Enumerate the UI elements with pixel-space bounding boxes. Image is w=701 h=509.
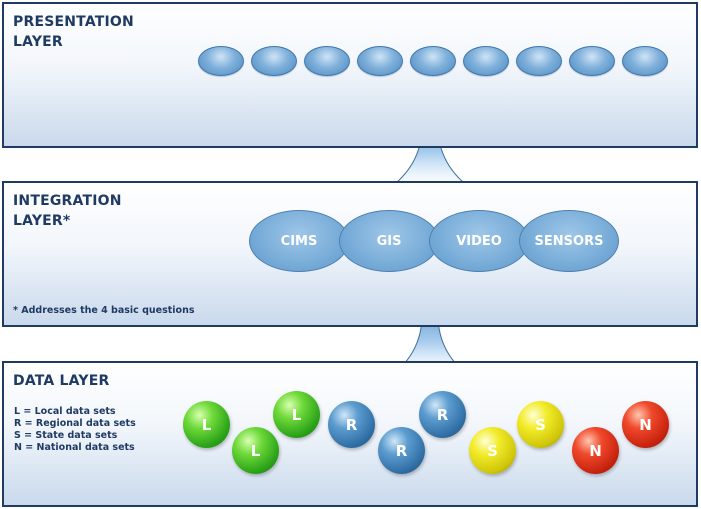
legend-local: L = Local data sets (14, 406, 116, 417)
data-legend: L = Local data sets R = Regional data se… (14, 406, 136, 454)
data-ball-regional: R (419, 391, 466, 438)
presentation-pill (622, 46, 668, 76)
data-layer-title: DATA LAYER (13, 373, 110, 389)
data-ball-state: S (517, 401, 564, 448)
presentation-layer-title: PRESENTATION LAYER (13, 14, 134, 50)
presentation-pill (516, 46, 562, 76)
integration-footnote: * Addresses the 4 basic questions (13, 305, 195, 316)
data-ball-local: L (183, 401, 230, 448)
data-ball-state: S (469, 427, 516, 474)
presentation-pill (198, 46, 244, 76)
component-sensors: SENSORS (519, 210, 619, 272)
component-video: VIDEO (429, 210, 529, 272)
presentation-pill (357, 46, 403, 76)
presentation-pill (251, 46, 297, 76)
data-ball-regional: R (378, 427, 425, 474)
data-layer: DATA LAYER L = Local data sets R = Regio… (2, 361, 698, 507)
presentation-pill (569, 46, 615, 76)
component-cims: CIMS (249, 210, 349, 272)
legend-national: N = National data sets (14, 442, 135, 453)
presentation-pill (463, 46, 509, 76)
presentation-pill (304, 46, 350, 76)
component-gis: GIS (339, 210, 439, 272)
data-ball-national: N (622, 401, 669, 448)
presentation-layer: PRESENTATION LAYER (2, 2, 698, 148)
presentation-pill (410, 46, 456, 76)
integration-layer: INTEGRATION LAYER* CIMS GIS VIDEO SENSOR… (2, 181, 698, 327)
data-ball-regional: R (328, 401, 375, 448)
integration-layer-title: INTEGRATION LAYER* (13, 193, 122, 229)
data-ball-national: N (572, 427, 619, 474)
legend-regional: R = Regional data sets (14, 418, 136, 429)
data-ball-local: L (232, 427, 279, 474)
legend-state: S = State data sets (14, 430, 118, 441)
data-ball-local: L (273, 391, 320, 438)
